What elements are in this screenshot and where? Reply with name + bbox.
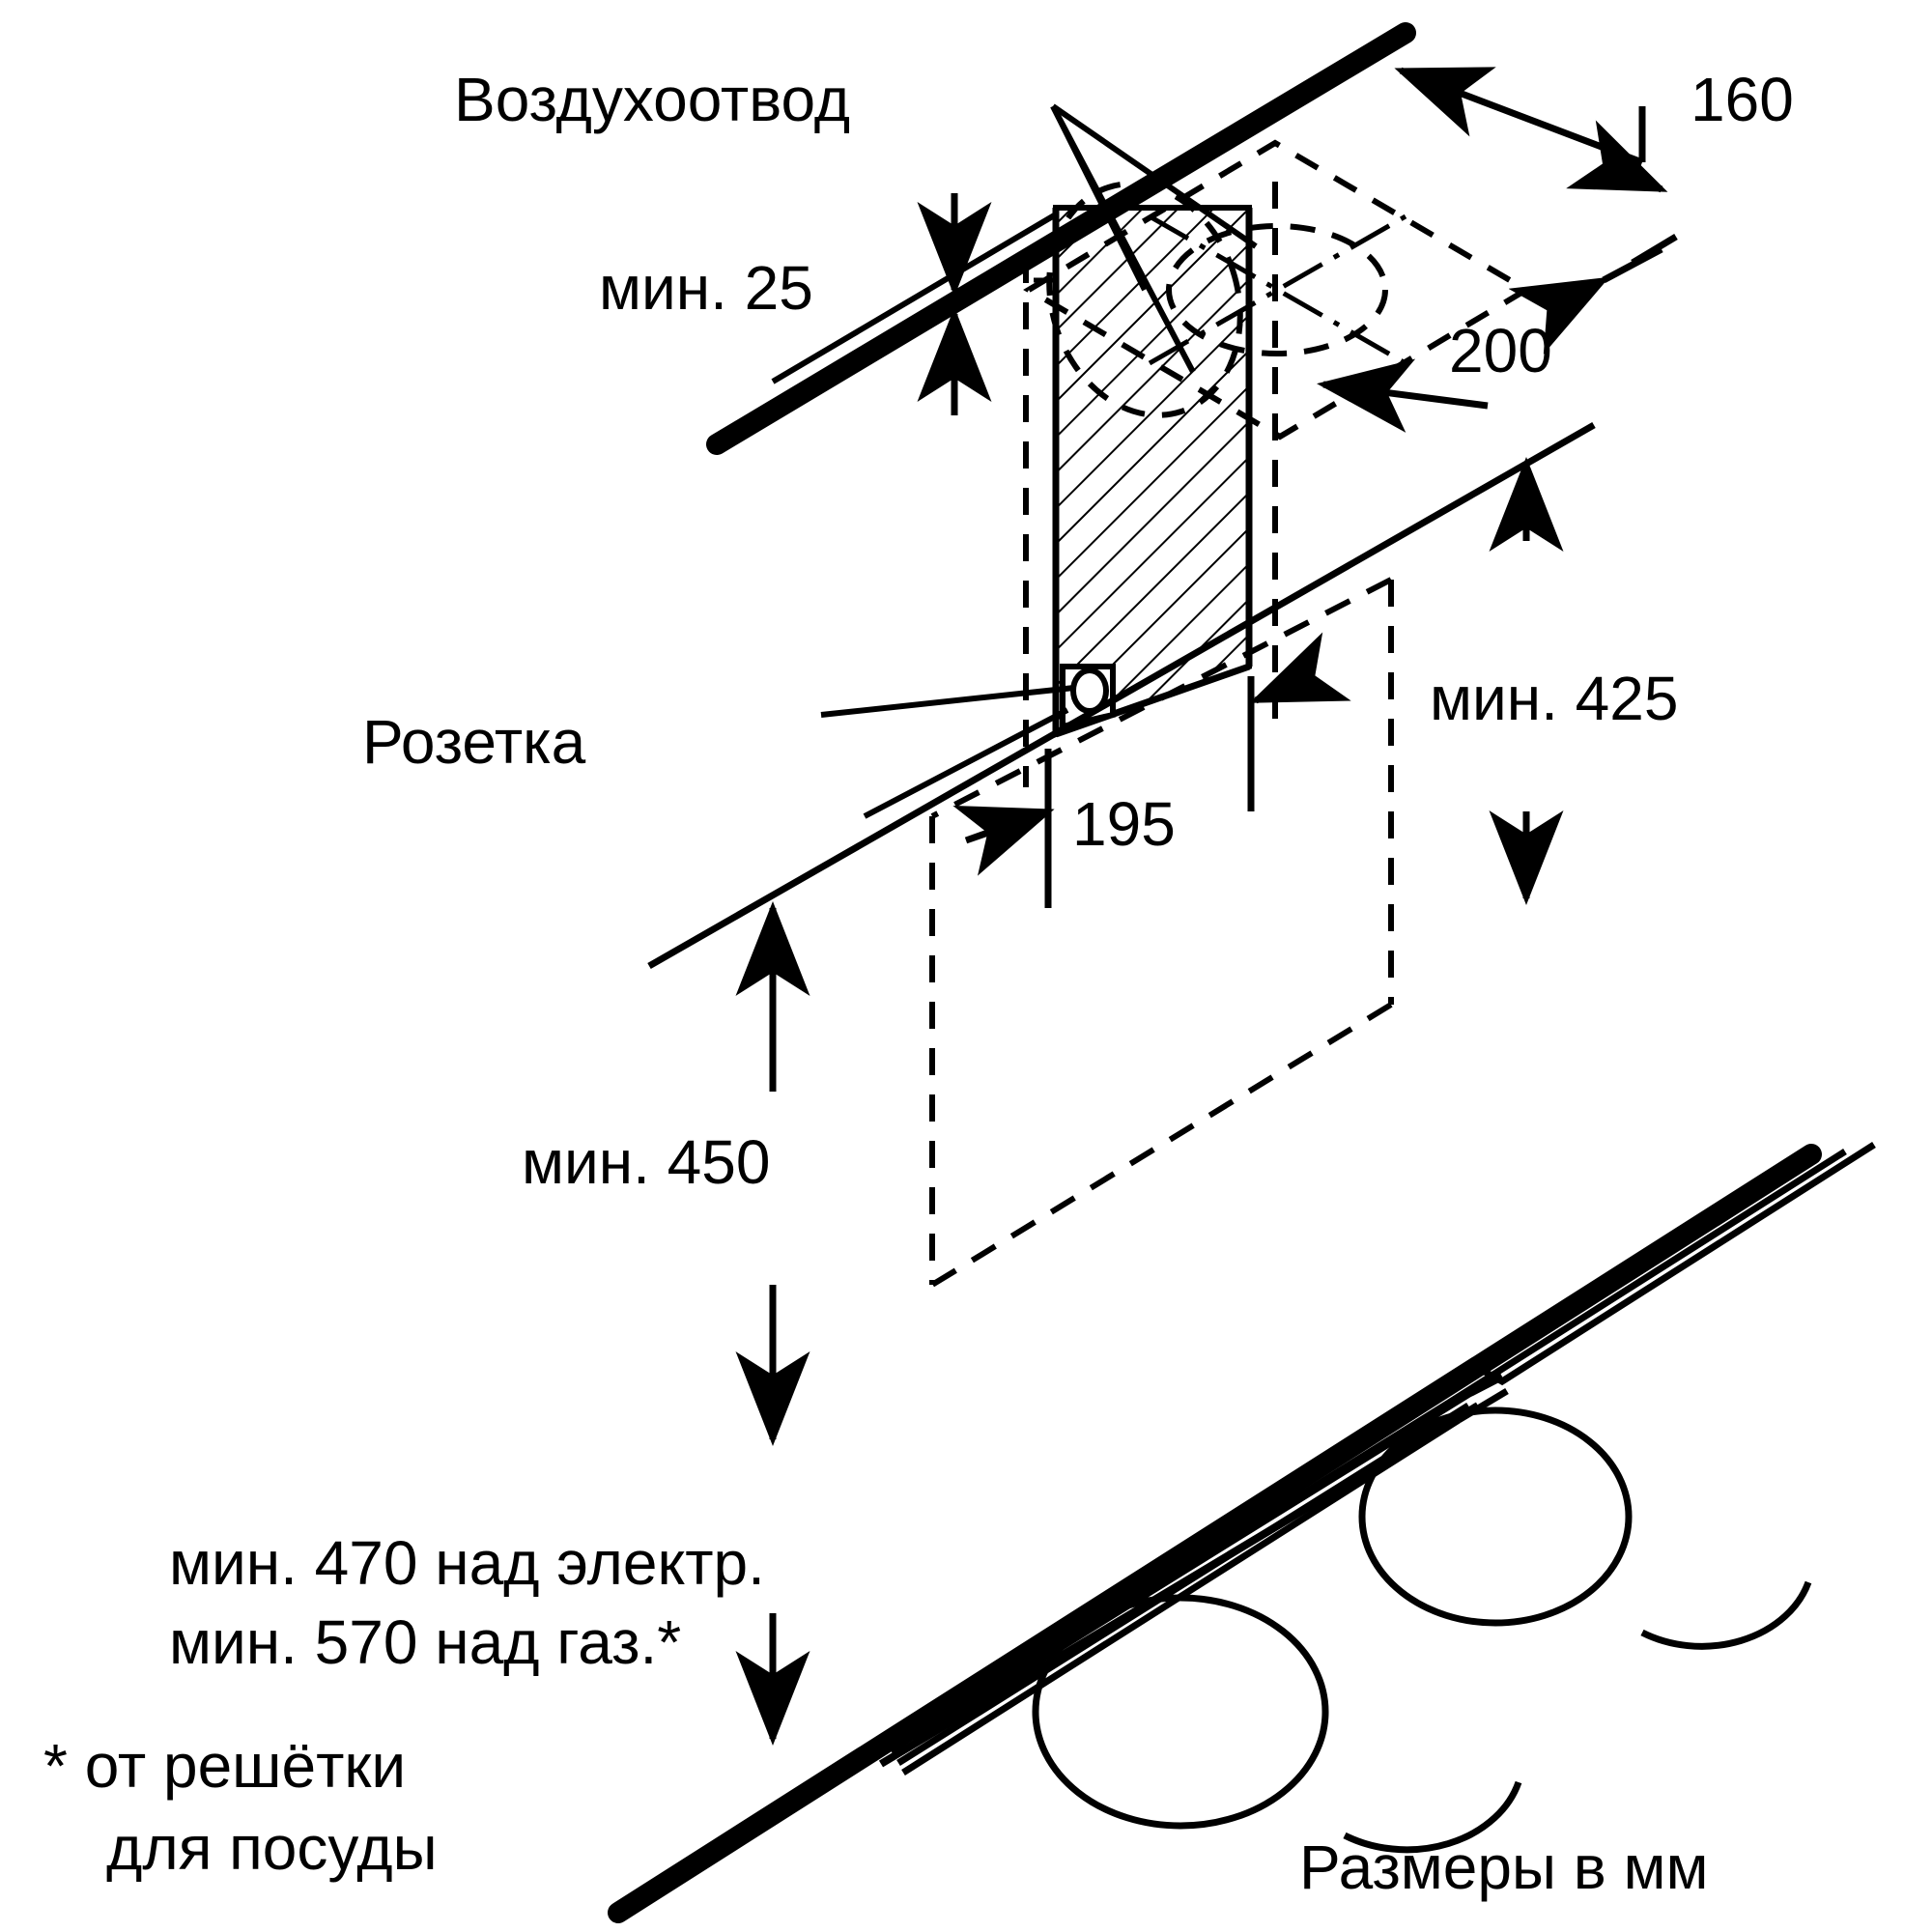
hood-chimney-section (1052, 205, 1253, 739)
hood-body-hidden-edges (929, 182, 1394, 1288)
air-outlet-leader (1050, 103, 1258, 374)
label-air-outlet: Воздухоотвод (454, 65, 850, 134)
dim-160-arrow2 (1566, 120, 1668, 193)
label-min-570-gas: мин. 570 над газ.* (169, 1607, 681, 1677)
dim-195 (952, 632, 1351, 908)
label-dim-200: 200 (1449, 316, 1552, 385)
dim-200 (1317, 233, 1678, 433)
dim-160 (1394, 67, 1646, 166)
label-min-25: мин. 25 (599, 253, 813, 323)
label-footnote-line1: * от решётки (43, 1731, 406, 1801)
label-min-450: мин. 450 (522, 1127, 770, 1197)
label-min-425: мин. 425 (1430, 664, 1678, 733)
label-dim-195: 195 (1072, 789, 1176, 859)
label-min-470-electric: мин. 470 над электр. (169, 1528, 765, 1598)
ceiling-plan-centerlines (1148, 213, 1407, 366)
label-units-note: Размеры в мм (1299, 1833, 1709, 1902)
countertop-plane (608, 1144, 1822, 1923)
dim-min25-ext (771, 212, 1058, 384)
socket-leader (820, 685, 1075, 819)
label-footnote-line2: для посуды (106, 1813, 438, 1883)
label-socket: Розетка (362, 707, 586, 777)
label-dim-160: 160 (1690, 65, 1794, 134)
cooktop-burners (1032, 1406, 1812, 1854)
wall-plane-mid (647, 421, 1596, 970)
